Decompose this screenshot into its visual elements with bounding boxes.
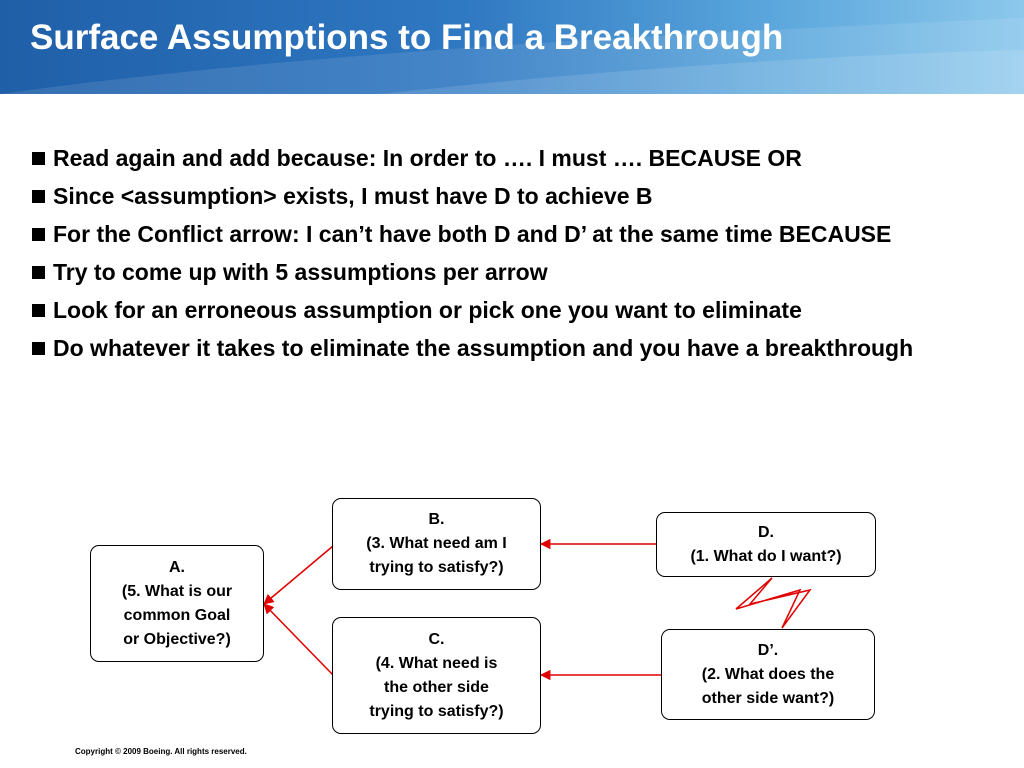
bullet-item: Do whatever it takes to eliminate the as… — [32, 332, 1002, 364]
box-d-my-want: D. (1. What do I want?) — [656, 512, 876, 577]
box-b-my-need: B. (3. What need am I trying to satisfy?… — [332, 498, 541, 590]
conflict-lightning-icon — [735, 577, 812, 629]
box-d-letter: D. — [758, 523, 774, 541]
bullet-item: Try to come up with 5 assumptions per ar… — [32, 256, 1002, 288]
box-d-line-1: (1. What do I want?) — [690, 547, 842, 565]
box-b-letter: B. — [428, 511, 445, 528]
bullet-text: Try to come up with 5 assumptions per ar… — [53, 259, 548, 285]
box-d-prime-other-want: D’. (2. What does the other side want?) — [661, 629, 875, 720]
box-a-line-3: or Objective?) — [123, 630, 231, 648]
slide-title: Surface Assumptions to Find a Breakthrou… — [30, 18, 784, 57]
title-banner: Surface Assumptions to Find a Breakthrou… — [0, 0, 1024, 94]
box-d-prime-line-1: (2. What does the — [701, 665, 835, 683]
copyright-notice: Copyright © 2009 Boeing. All rights rese… — [75, 747, 247, 756]
box-b-line-2: trying to satisfy?) — [369, 559, 504, 576]
box-a-line-1: (5. What is our — [121, 582, 233, 600]
box-c-line-1: (4. What need is — [375, 654, 498, 672]
arrow-b-to-a — [263, 545, 334, 605]
bullet-item: Look for an erroneous assumption or pick… — [32, 294, 1002, 326]
box-c-line-2: the other side — [384, 678, 489, 696]
bullet-list: Read again and add because: In order to … — [32, 142, 1002, 370]
bullet-text: Read again and add because: In order to … — [53, 145, 802, 171]
square-bullet-icon — [32, 190, 45, 203]
bullet-item: For the Conflict arrow: I can’t have bot… — [32, 218, 1002, 250]
bullet-text: For the Conflict arrow: I can’t have bot… — [53, 221, 892, 247]
square-bullet-icon — [32, 304, 45, 317]
box-d-prime-line-2: other side want?) — [701, 689, 835, 707]
square-bullet-icon — [32, 342, 45, 355]
arrow-c-to-a — [263, 603, 334, 676]
square-bullet-icon — [32, 228, 45, 241]
square-bullet-icon — [32, 266, 45, 279]
square-bullet-icon — [32, 152, 45, 165]
bullet-text: Since <assumption> exists, I must have D… — [53, 183, 653, 209]
bullet-item: Since <assumption> exists, I must have D… — [32, 180, 1002, 212]
box-a-common-goal: A. (5. What is our common Goal or Object… — [90, 545, 264, 662]
bullet-item: Read again and add because: In order to … — [32, 142, 1002, 174]
box-c-line-3: trying to satisfy?) — [369, 702, 504, 720]
banner-gloss — [0, 18, 1024, 94]
bullet-text: Look for an erroneous assumption or pick… — [53, 297, 802, 323]
box-c-letter: C. — [428, 630, 445, 648]
box-a-letter: A. — [169, 558, 185, 576]
box-d-prime-letter: D’. — [757, 641, 779, 659]
box-b-line-1: (3. What need am I — [366, 535, 507, 552]
bullet-text: Do whatever it takes to eliminate the as… — [53, 335, 914, 361]
box-a-line-2: common Goal — [123, 606, 231, 624]
box-c-other-need: C. (4. What need is the other side tryin… — [332, 617, 541, 734]
